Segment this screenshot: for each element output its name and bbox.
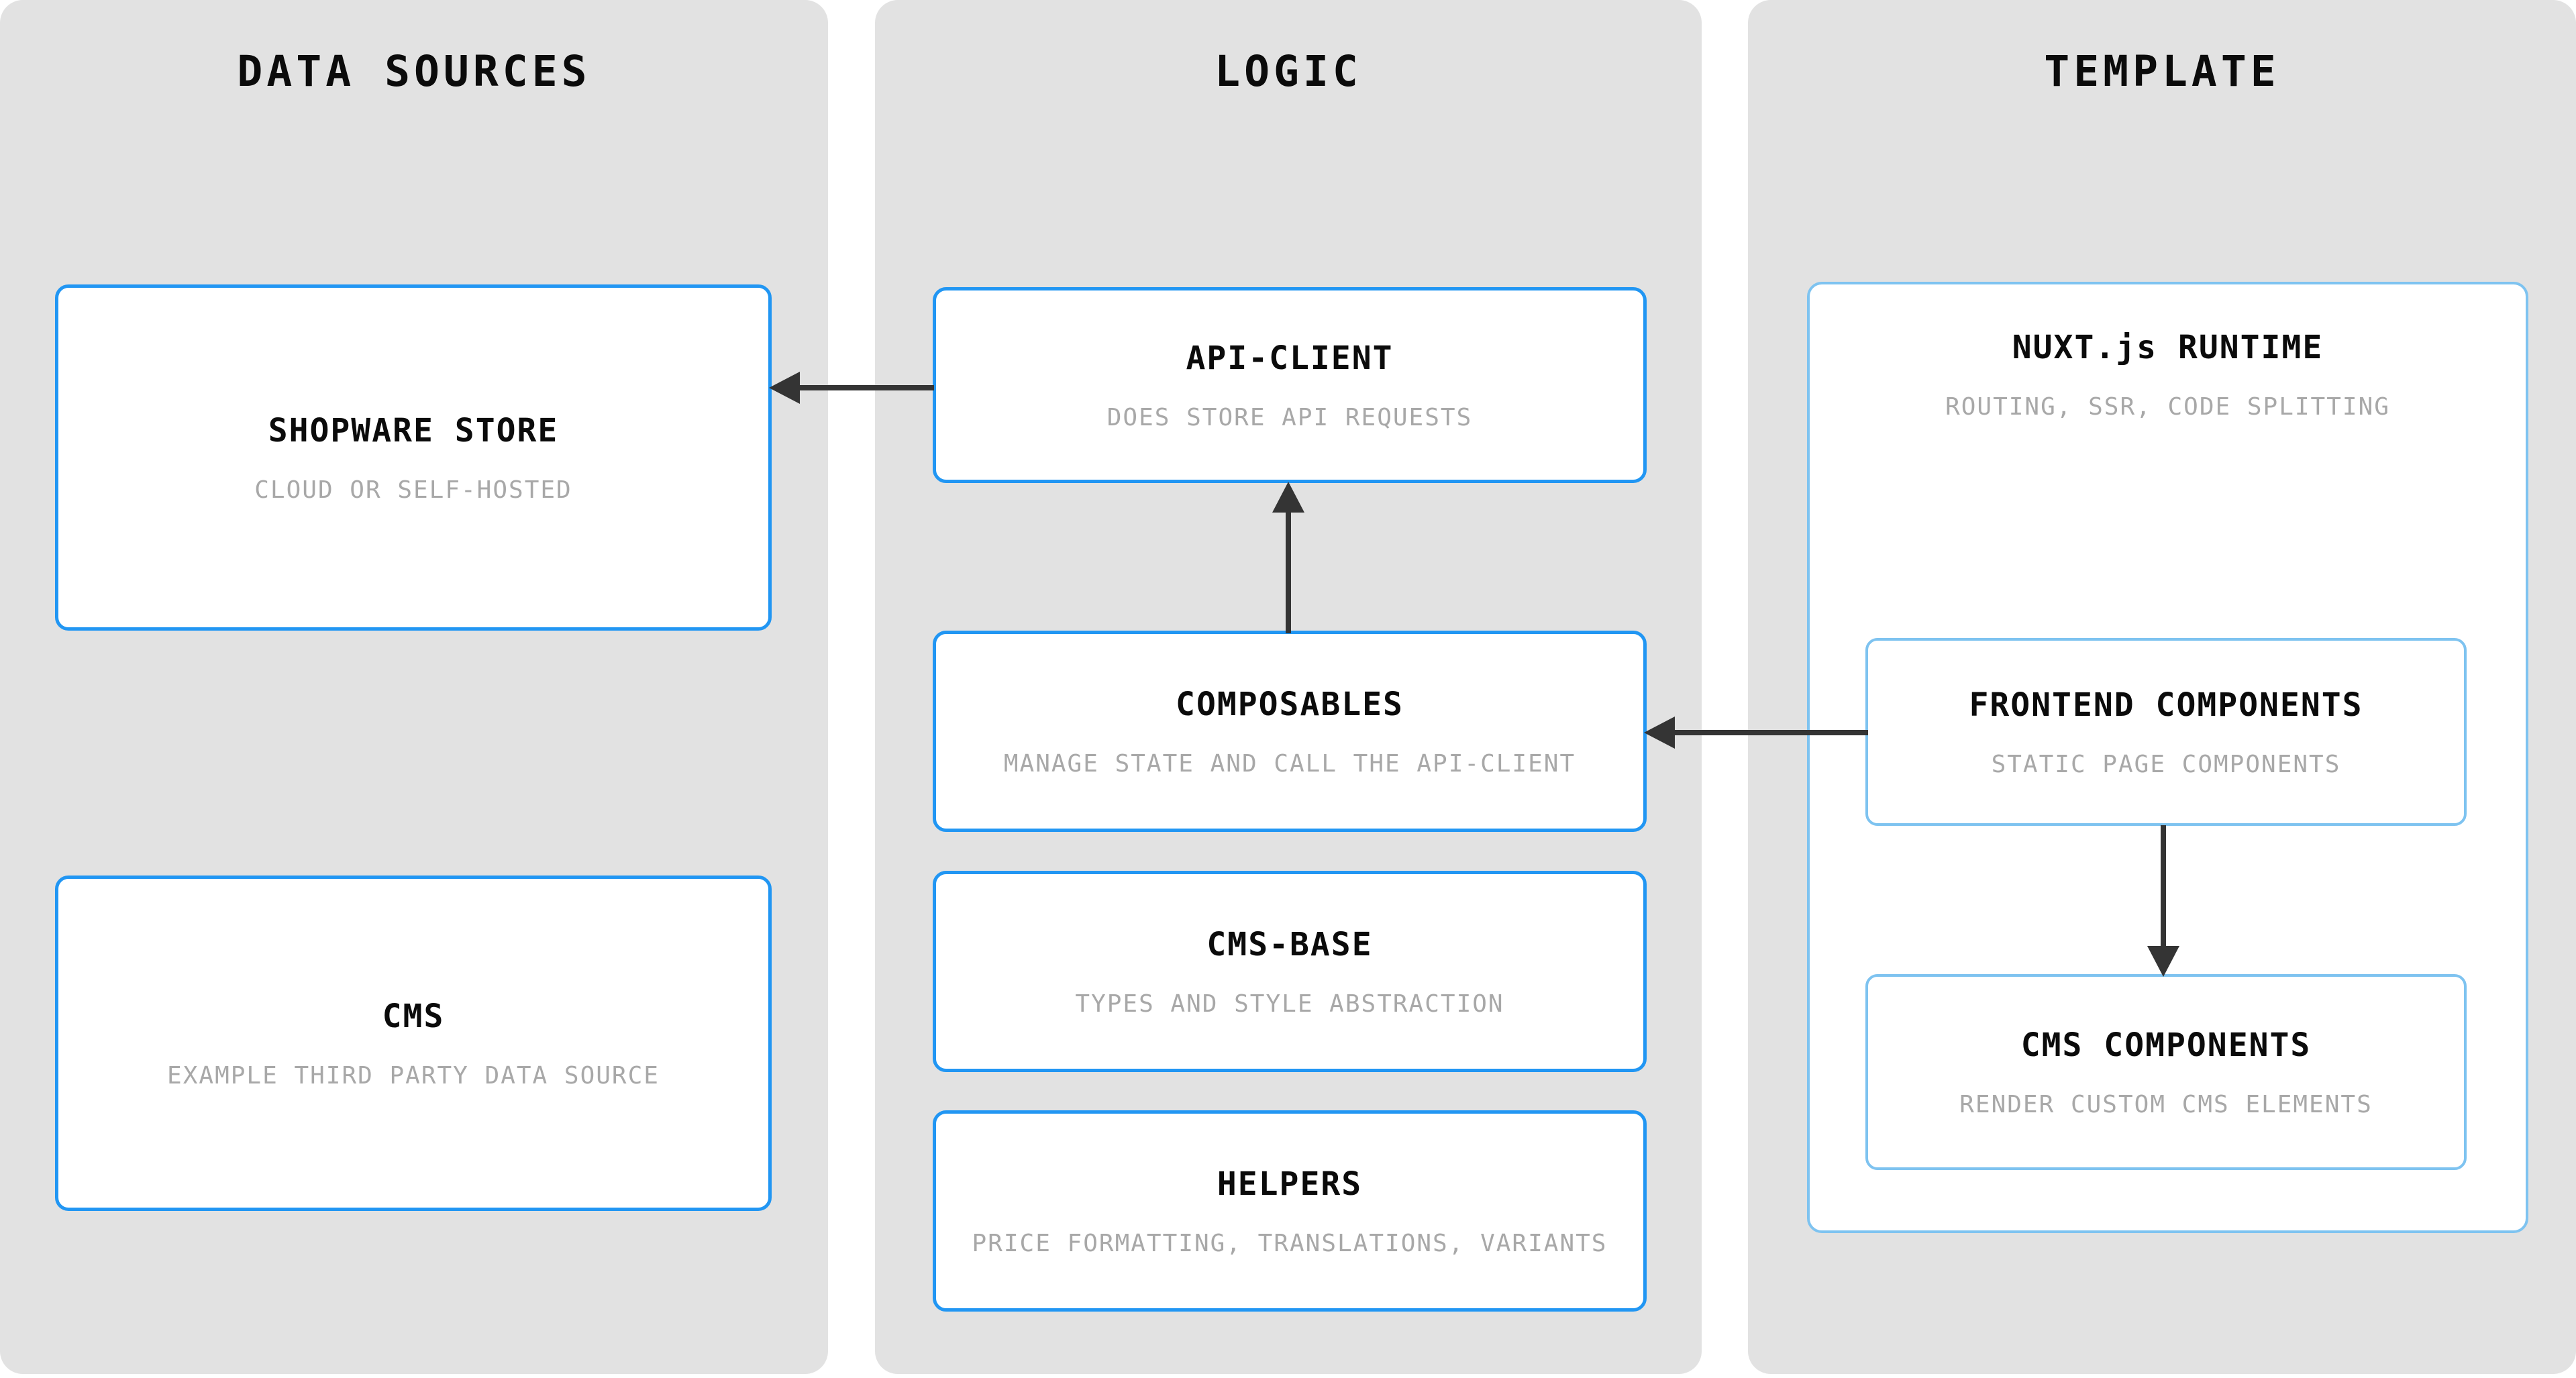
node-subtitle-frontend-components: STATIC PAGE COMPONENTS bbox=[1991, 750, 2341, 778]
node-title-composables: COMPOSABLES bbox=[1176, 685, 1404, 723]
node-title-cms-components: CMS COMPONENTS bbox=[2020, 1026, 2312, 1064]
node-title-nuxt-runtime: NUXT.js RUNTIME bbox=[2012, 329, 2324, 366]
node-frontend-components[interactable]: FRONTEND COMPONENTS STATIC PAGE COMPONEN… bbox=[1865, 638, 2467, 826]
node-title-cms: CMS bbox=[382, 997, 445, 1035]
node-subtitle-api-client: DOES STORE API REQUESTS bbox=[1106, 403, 1473, 431]
node-title-cms-base: CMS-BASE bbox=[1206, 925, 1373, 963]
node-cms[interactable]: CMS EXAMPLE THIRD PARTY DATA SOURCE bbox=[55, 876, 772, 1211]
node-cms-components[interactable]: CMS COMPONENTS RENDER CUSTOM CMS ELEMENT… bbox=[1865, 974, 2467, 1170]
node-title-helpers: HELPERS bbox=[1217, 1165, 1363, 1203]
node-subtitle-nuxt-runtime: ROUTING, SSR, CODE SPLITTING bbox=[1945, 393, 2390, 421]
column-heading-data-sources: DATA SOURCES bbox=[237, 47, 591, 96]
node-subtitle-cms-base: TYPES AND STYLE ABSTRACTION bbox=[1075, 990, 1504, 1018]
node-subtitle-shopware-store: CLOUD OR SELF-HOSTED bbox=[254, 476, 572, 504]
node-title-frontend-components: FRONTEND COMPONENTS bbox=[1969, 686, 2363, 724]
column-heading-template: TEMPLATE bbox=[2044, 47, 2280, 96]
node-composables[interactable]: COMPOSABLES MANAGE STATE AND CALL THE AP… bbox=[933, 631, 1647, 832]
node-title-api-client: API-CLIENT bbox=[1186, 339, 1394, 377]
node-subtitle-cms: EXAMPLE THIRD PARTY DATA SOURCE bbox=[167, 1061, 660, 1090]
node-subtitle-composables: MANAGE STATE AND CALL THE API-CLIENT bbox=[1003, 749, 1576, 778]
column-heading-logic: LOGIC bbox=[1215, 47, 1362, 96]
node-shopware-store[interactable]: SHOPWARE STORE CLOUD OR SELF-HOSTED bbox=[55, 284, 772, 631]
node-title-shopware-store: SHOPWARE STORE bbox=[268, 411, 559, 449]
node-cms-base[interactable]: CMS-BASE TYPES AND STYLE ABSTRACTION bbox=[933, 871, 1647, 1072]
node-helpers[interactable]: HELPERS PRICE FORMATTING, TRANSLATIONS, … bbox=[933, 1110, 1647, 1312]
node-api-client[interactable]: API-CLIENT DOES STORE API REQUESTS bbox=[933, 287, 1647, 483]
node-subtitle-helpers: PRICE FORMATTING, TRANSLATIONS, VARIANTS bbox=[972, 1229, 1608, 1257]
node-subtitle-cms-components: RENDER CUSTOM CMS ELEMENTS bbox=[1959, 1090, 2373, 1118]
